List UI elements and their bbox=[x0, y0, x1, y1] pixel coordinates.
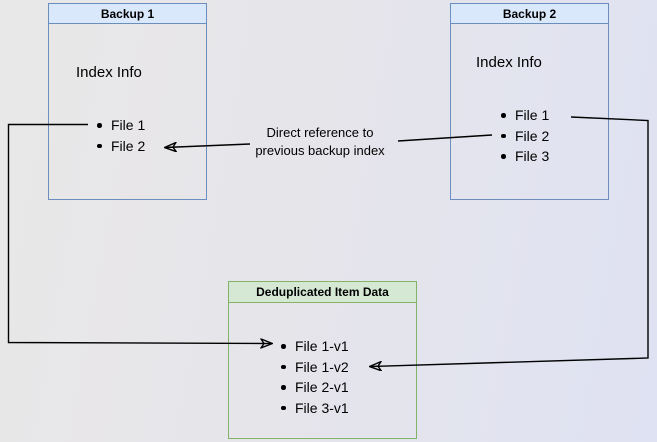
list-item: File 3 bbox=[501, 146, 549, 167]
backup2-title: Backup 2 bbox=[451, 4, 608, 24]
backup2-box: Backup 2 Index Info File 1 File 2 File 3 bbox=[450, 3, 609, 200]
dedup-file-list: File 1-v1 File 1-v2 File 2-v1 File 3-v1 bbox=[281, 336, 349, 418]
backup2-heading: Index Info bbox=[476, 54, 542, 71]
list-item: File 3-v1 bbox=[281, 398, 349, 419]
backup1-title: Backup 1 bbox=[49, 4, 206, 24]
list-item: File 2 bbox=[501, 126, 549, 147]
direct-reference-label-line1: Direct reference to bbox=[266, 125, 374, 140]
list-item: File 1 bbox=[97, 115, 145, 136]
backup1-file-list: File 1 File 2 bbox=[97, 115, 145, 156]
deduplicated-item-data-box: Deduplicated Item Data File 1-v1 File 1-… bbox=[228, 281, 417, 439]
backup1-heading: Index Info bbox=[76, 64, 142, 81]
direct-reference-label-line2: previous backup index bbox=[255, 143, 385, 158]
dedup-title: Deduplicated Item Data bbox=[229, 282, 416, 303]
list-item: File 1 bbox=[501, 105, 549, 126]
backup2-file-list: File 1 File 2 File 3 bbox=[501, 105, 549, 167]
list-item: File 2-v1 bbox=[281, 377, 349, 398]
direct-reference-label: Direct reference to previous backup inde… bbox=[235, 124, 405, 160]
list-item: File 1-v2 bbox=[281, 357, 349, 378]
backup1-box: Backup 1 Index Info File 1 File 2 bbox=[48, 3, 207, 200]
list-item: File 2 bbox=[97, 136, 145, 157]
list-item: File 1-v1 bbox=[281, 336, 349, 357]
